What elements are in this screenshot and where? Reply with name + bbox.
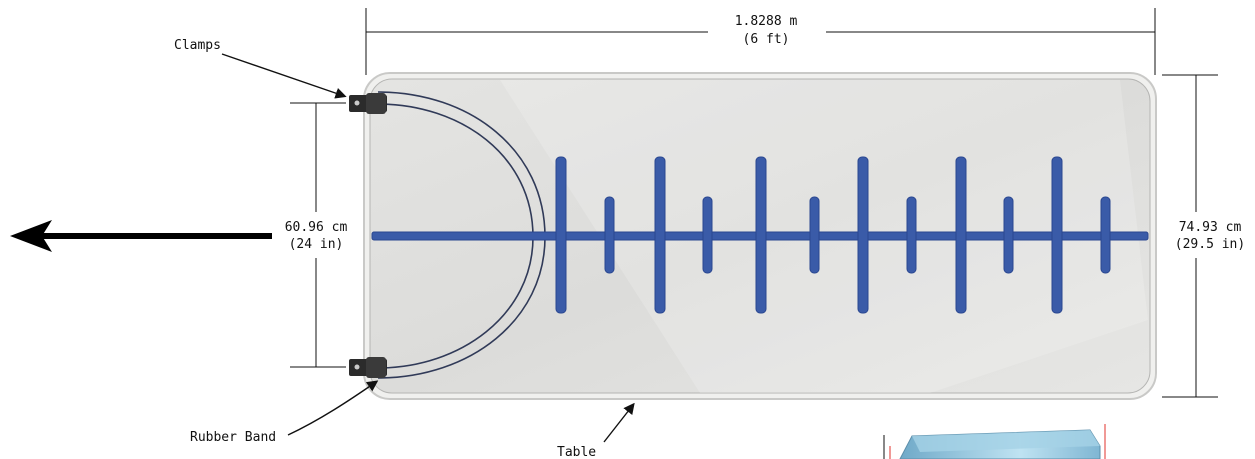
long-rung (857, 156, 869, 314)
long-rung (755, 156, 767, 314)
table-width-metric-label: 74.93 cm (1179, 220, 1242, 235)
rubber-band-label: Rubber Band (190, 430, 276, 445)
band-width-metric-label: 60.96 cm (285, 220, 348, 235)
long-rung (955, 156, 967, 314)
clamp-icon (349, 93, 387, 114)
short-rung (604, 196, 615, 274)
clamp-bottom-jaw (366, 357, 386, 378)
long-rung (1051, 156, 1063, 314)
clamps-callout: Clamps (174, 38, 347, 99)
clamp-top-screw (354, 100, 360, 106)
block-top-face (912, 430, 1100, 452)
table-callout: Table (557, 402, 635, 459)
short-rung (1100, 196, 1111, 274)
block-icon (883, 424, 1106, 459)
long-rung (555, 156, 567, 314)
center-strip-ladder (371, 156, 1149, 314)
short-rung (906, 196, 917, 274)
short-rung (1003, 196, 1014, 274)
clamp-icon (349, 357, 387, 378)
length-metric-label: 1.8288 m (735, 14, 798, 29)
left-arrow-icon (10, 220, 272, 252)
clamps-label: Clamps (174, 38, 221, 53)
long-rung (654, 156, 666, 314)
table-width-imperial-label: (29.5 in) (1175, 237, 1245, 252)
band-width-imperial-label: (24 in) (289, 237, 344, 252)
length-dimension: 1.8288 m (6 ft) (365, 8, 1156, 75)
table-width-dimension: 74.93 cm (29.5 in) (1162, 74, 1245, 398)
clamps-leader-arrow (221, 53, 347, 99)
band-width-dimension: 60.96 cm (24 in) (285, 102, 348, 368)
clamp-top-jaw (366, 93, 386, 114)
rubber-band-callout: Rubber Band (190, 380, 379, 445)
rubber-band-leader-arrow (287, 380, 379, 436)
table-label: Table (557, 445, 596, 459)
length-imperial-label: (6 ft) (743, 32, 790, 47)
left-arrow-head (10, 220, 52, 252)
table-leader-arrow (603, 402, 635, 443)
short-rung (702, 196, 713, 274)
short-rung (809, 196, 820, 274)
clamp-bottom-screw (354, 364, 360, 370)
